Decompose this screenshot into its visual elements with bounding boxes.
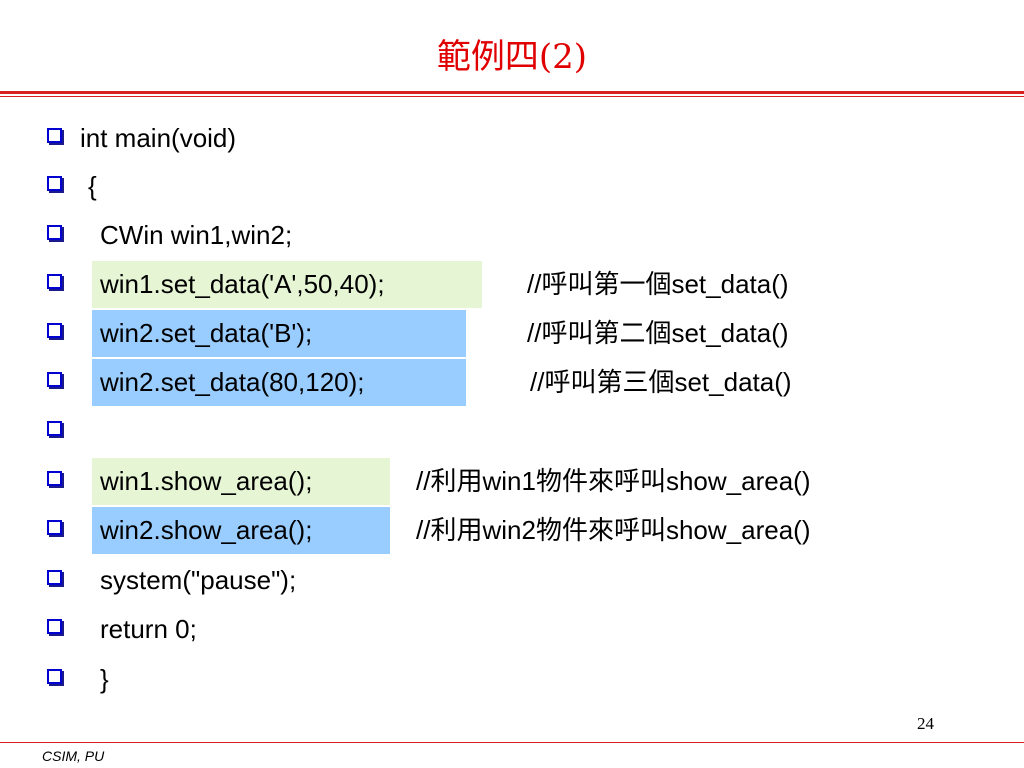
code-text: return 0;	[100, 614, 197, 644]
hollow-square-bullet-icon	[47, 323, 62, 338]
comment-cjk: 呼叫第三個	[544, 368, 675, 398]
code-text: int main(void)	[80, 123, 237, 153]
comment-cjk: 呼叫第二個	[541, 319, 672, 349]
hollow-square-bullet-icon	[47, 471, 62, 486]
comment-tail: set_data()	[674, 367, 792, 397]
hollow-square-bullet-icon	[47, 421, 62, 436]
comment-tail: show_area()	[665, 466, 811, 496]
footer-label: CSIM, PU	[42, 748, 105, 764]
title-divider-thin	[0, 96, 1024, 97]
code-line-9: win2.show_area(); //利用win2物件來呼叫show_area…	[0, 506, 1024, 554]
comment-slashes: //	[527, 269, 542, 299]
code-text: win2.set_data('B');	[100, 318, 313, 348]
code-text: system("pause");	[100, 565, 297, 595]
comment-tail: set_data()	[671, 318, 789, 348]
code-comment: //呼叫第二個set_data()	[527, 309, 789, 357]
code-line-5: win2.set_data('B'); //呼叫第二個set_data()	[0, 309, 1024, 357]
code-line-4: win1.set_data('A',50,40); //呼叫第一個set_dat…	[0, 260, 1024, 308]
comment-slashes: //	[530, 367, 545, 397]
hollow-square-bullet-icon	[47, 372, 62, 387]
comment-cjk-2: 物件來呼叫	[535, 467, 666, 497]
code-text: win1.set_data('A',50,40);	[100, 269, 385, 299]
code-line-11: return 0;	[0, 605, 1024, 653]
hollow-square-bullet-icon	[47, 669, 62, 684]
hollow-square-bullet-icon	[47, 128, 62, 143]
code-text: win1.show_area();	[100, 466, 313, 496]
highlight-box	[92, 507, 390, 554]
comment-slashes: //	[527, 318, 542, 348]
hollow-square-bullet-icon	[47, 274, 62, 289]
code-text: }	[100, 664, 109, 694]
comment-tail: set_data()	[671, 269, 789, 299]
title-divider-thick	[0, 91, 1024, 94]
code-comment: //利用win2物件來呼叫show_area()	[416, 506, 810, 554]
code-text: win2.show_area();	[100, 515, 313, 545]
hollow-square-bullet-icon	[47, 619, 62, 634]
comment-cjk: 呼叫第一個	[541, 270, 672, 300]
code-line-2: {	[0, 162, 1024, 210]
page-number: 24	[917, 714, 934, 733]
comment-cjk-2: 物件來呼叫	[535, 516, 666, 546]
comment-mid: win1	[482, 466, 536, 496]
footer-divider	[0, 742, 1024, 743]
highlight-box	[92, 310, 466, 357]
comment-mid: win2	[482, 515, 536, 545]
code-line-10: system("pause");	[0, 556, 1024, 604]
code-line-12: }	[0, 655, 1024, 703]
highlight-box	[92, 261, 482, 308]
code-line-7	[0, 407, 1024, 455]
comment-slashes: //	[416, 466, 431, 496]
code-line-3: CWin win1,win2;	[0, 211, 1024, 259]
code-text: win2.set_data(80,120);	[100, 367, 365, 397]
comment-cjk: 利用	[430, 467, 483, 497]
code-text: CWin win1,win2;	[100, 220, 293, 250]
comment-cjk: 利用	[430, 516, 483, 546]
code-comment: //利用win1物件來呼叫show_area()	[416, 457, 810, 505]
hollow-square-bullet-icon	[47, 520, 62, 535]
code-line-6: win2.set_data(80,120); //呼叫第三個set_data()	[0, 358, 1024, 406]
code-text: {	[88, 171, 97, 201]
code-line-8: win1.show_area(); //利用win1物件來呼叫show_area…	[0, 457, 1024, 505]
hollow-square-bullet-icon	[47, 570, 62, 585]
highlight-box	[92, 458, 390, 505]
slide-title: 範例四(2)	[436, 37, 588, 77]
highlight-box	[92, 359, 466, 406]
comment-tail: show_area()	[665, 515, 811, 545]
hollow-square-bullet-icon	[47, 176, 62, 191]
hollow-square-bullet-icon	[47, 225, 62, 240]
comment-slashes: //	[416, 515, 431, 545]
code-comment: //呼叫第三個set_data()	[530, 358, 792, 406]
code-comment: //呼叫第一個set_data()	[527, 260, 789, 308]
code-line-1: int main(void)	[0, 114, 1024, 162]
